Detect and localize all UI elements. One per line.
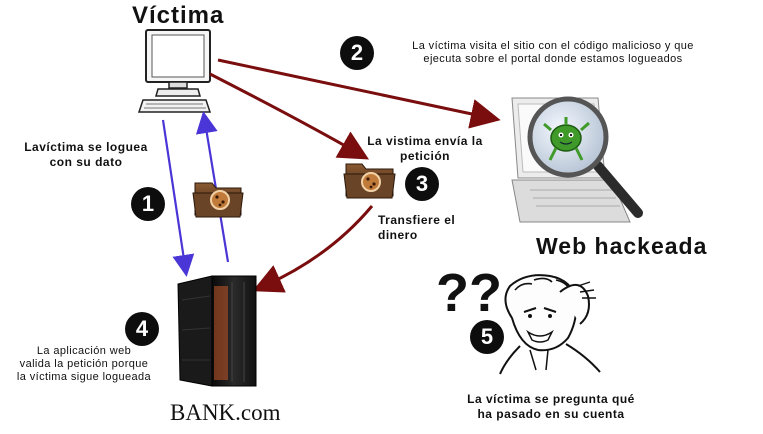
step-1-text: Lavíctima se loguea con su dato (16, 140, 156, 170)
bank-title: BANK.com (170, 400, 281, 426)
step-2-line: La víctima visita el sitio con el código… (378, 40, 728, 53)
step-1-badge: 1 (131, 187, 165, 221)
step-3-subline: dinero (378, 228, 488, 243)
login-arrow-down (163, 120, 185, 266)
step-3-text: La vistima envía la petición (350, 134, 500, 164)
confused-person-icon (500, 275, 600, 374)
cookie-folder-icon (344, 164, 395, 198)
step-1-line: con su dato (16, 155, 156, 170)
step-5-badge: 5 (470, 320, 504, 354)
question-marks: ?? (436, 262, 502, 324)
step-4-line: la víctima sigue logueada (4, 371, 164, 384)
step-2-text: La víctima visita el sitio con el código… (378, 40, 728, 66)
step-4-text: La aplicación web valida la petición por… (4, 345, 164, 384)
step-4-line: valida la petición porque (4, 358, 164, 371)
step-3-line: petición (350, 149, 500, 164)
step-3-subline: Transfiere el (378, 213, 488, 228)
step-3-subtext: Transfiere el dinero (378, 213, 488, 243)
step-4-line: La aplicación web (4, 345, 164, 358)
step-5-line: ha pasado en su cuenta (446, 407, 656, 422)
step-3-badge: 3 (405, 167, 439, 201)
step-4-badge: 4 (125, 312, 159, 346)
victim-title: Víctima (132, 2, 224, 30)
step-2-line: ejecuta sobre el portal donde estamos lo… (378, 53, 728, 66)
step-5-line: La víctima se pregunta qué (446, 392, 656, 407)
step-1-line: Lavíctima se loguea (16, 140, 156, 155)
hacked-web-title: Web hackeada (536, 233, 707, 260)
victim-computer-icon (139, 30, 210, 112)
cookie-folder-icon (193, 183, 243, 217)
bank-server-icon (178, 276, 256, 386)
step-3-line: La vistima envía la (350, 134, 500, 149)
step-2-badge: 2 (340, 36, 374, 70)
step-5-text: La víctima se pregunta qué ha pasado en … (446, 392, 656, 422)
transfer-arrow (266, 206, 372, 285)
